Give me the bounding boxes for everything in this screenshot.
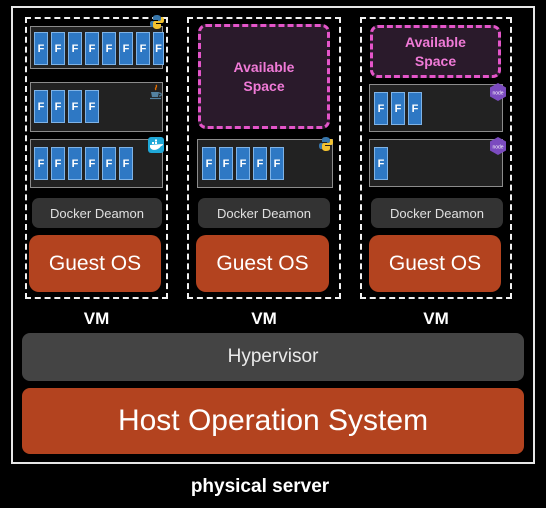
function-cell: F (51, 90, 65, 123)
vm-box-3 (360, 17, 512, 299)
java-icon (150, 84, 162, 100)
container-row: F F F F F (197, 139, 333, 188)
vm-label: VM (83, 309, 110, 328)
function-cell: F (219, 147, 233, 180)
function-cell: F (202, 147, 216, 180)
guest-os-box: Guest OS (369, 235, 501, 292)
function-cell: F (391, 92, 405, 125)
container-row: F F F F (30, 82, 163, 132)
function-cell: F (253, 147, 267, 180)
nodejs-icon: node (490, 83, 506, 101)
container-row: F (369, 139, 503, 187)
function-cell: F (270, 147, 284, 180)
docker-whale-icon (148, 137, 164, 153)
function-cell: F (68, 147, 82, 180)
function-cell: F (85, 147, 99, 180)
function-cell: F (374, 92, 388, 125)
svg-text:node: node (492, 91, 503, 97)
container-row: F F F F F F F F (30, 26, 164, 69)
guest-os-box: Guest OS (196, 235, 329, 292)
docker-daemon-label: Docker Deamon (371, 198, 503, 228)
function-cell: F (34, 147, 48, 180)
function-cell: F (374, 147, 388, 180)
container-row: F F F F F F (30, 139, 163, 188)
function-cell: F (68, 32, 82, 65)
function-cell: F (136, 32, 150, 65)
python-icon (319, 137, 333, 151)
function-cell: F (51, 32, 65, 65)
guest-os-box: Guest OS (29, 235, 161, 292)
function-cell: F (102, 32, 116, 65)
physical-server-label: physical server (190, 476, 330, 497)
function-cell: F (51, 147, 65, 180)
hypervisor-layer: Hypervisor (22, 333, 524, 381)
function-cell: F (85, 32, 99, 65)
vm-box-1 (25, 17, 168, 299)
function-cell: F (236, 147, 250, 180)
docker-daemon-label: Docker Deamon (198, 198, 330, 228)
physical-server-frame (11, 6, 535, 464)
vm-box-2 (187, 17, 341, 299)
svg-text:node: node (492, 145, 503, 151)
docker-daemon-label: Docker Deamon (32, 198, 162, 228)
host-operating-system-layer: Host Operation System (22, 388, 524, 454)
nodejs-icon: node (490, 137, 506, 155)
function-cell: F (34, 32, 48, 65)
function-cell: F (408, 92, 422, 125)
function-cell: F (85, 90, 99, 123)
container-row: F F F (369, 84, 503, 132)
vm-label: VM (423, 309, 449, 328)
function-cell: F (119, 147, 133, 180)
function-cell: F (153, 32, 164, 65)
function-cell: F (102, 147, 116, 180)
function-cell: F (68, 90, 82, 123)
python-icon (150, 15, 164, 29)
vm-label: VM (251, 309, 277, 328)
function-cell: F (34, 90, 48, 123)
function-cell: F (119, 32, 133, 65)
